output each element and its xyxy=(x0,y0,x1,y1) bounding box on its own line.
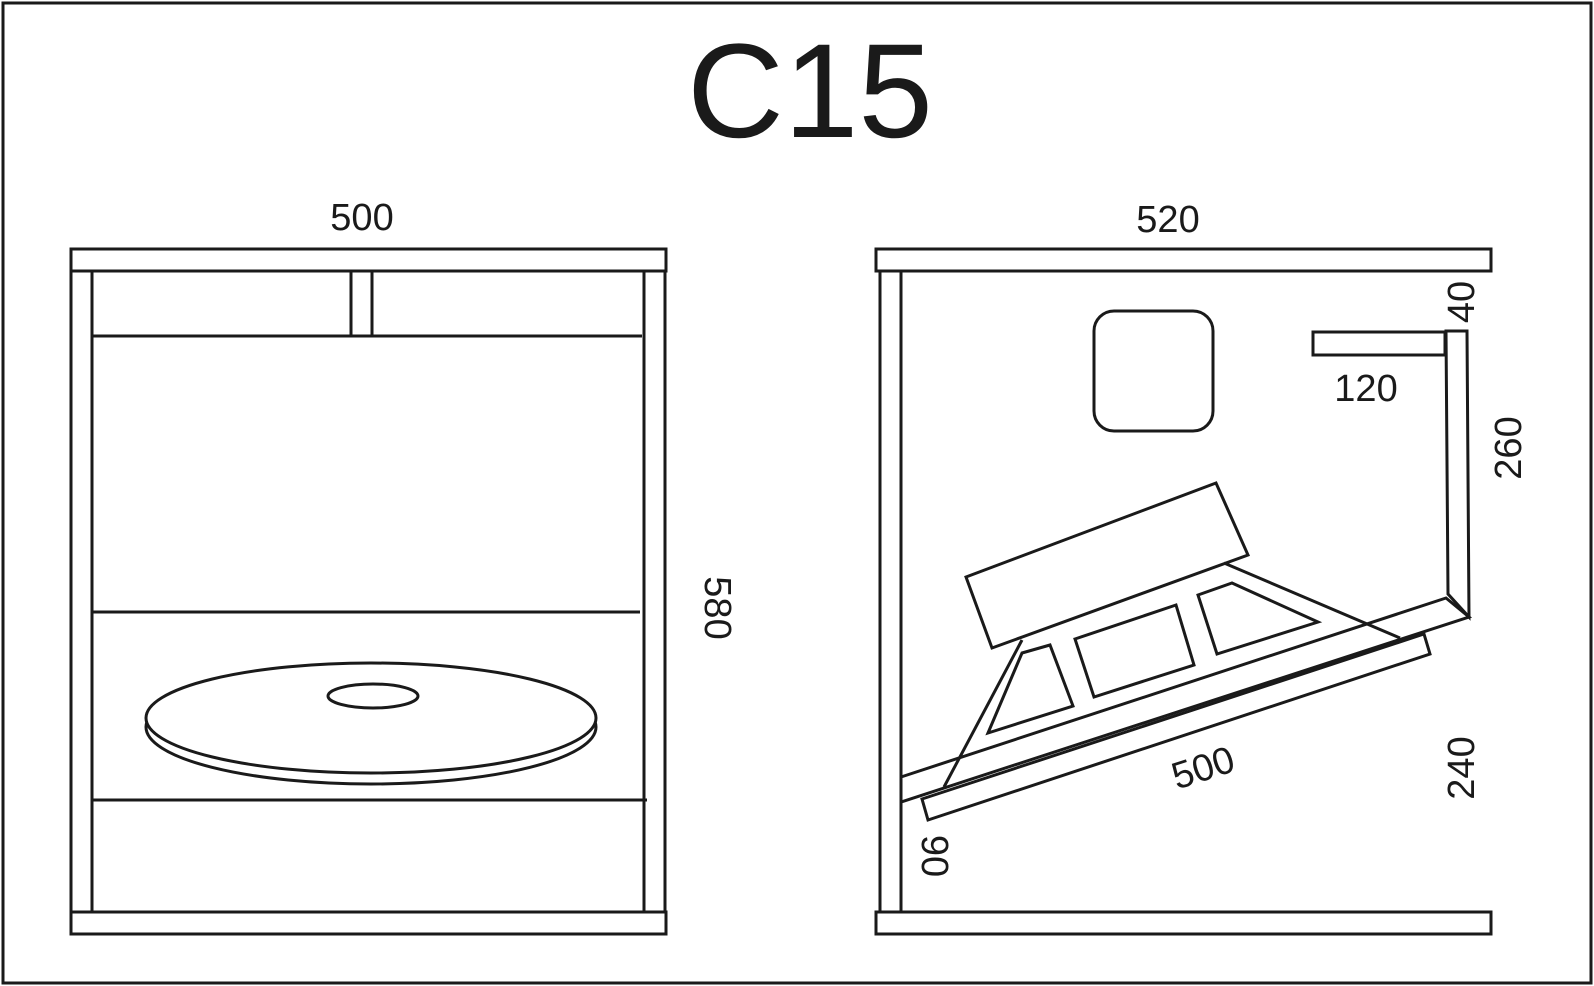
driver-magnet xyxy=(964,481,1251,650)
slanted-baffle xyxy=(899,596,1473,805)
front-top-panel xyxy=(69,247,668,273)
driver-cone xyxy=(144,661,598,775)
handle-cutout xyxy=(1092,309,1215,433)
front-height-dim: 580 xyxy=(696,576,738,639)
front-right-side xyxy=(642,269,667,914)
front-top-brace xyxy=(349,269,374,338)
side-top-panel xyxy=(874,247,1493,273)
port-width-dim: 40 xyxy=(1441,281,1483,323)
driver-dust-cap xyxy=(326,682,420,710)
port-back-panel xyxy=(1444,329,1471,621)
baffle-lower-board xyxy=(920,632,1432,822)
side-width-dim: 520 xyxy=(1136,199,1199,241)
port-back-dim: 260 xyxy=(1488,416,1530,479)
side-front-panel xyxy=(878,269,903,914)
driver-basket-rear xyxy=(1223,561,1401,640)
model-title: C15 xyxy=(687,17,933,166)
rear-low-dim: 240 xyxy=(1441,736,1483,799)
basket-window-1 xyxy=(985,643,1075,736)
port-top-panel xyxy=(1311,330,1447,357)
basket-window-2 xyxy=(1073,603,1196,699)
port-length-dim: 120 xyxy=(1334,368,1397,410)
front-view: 500 580 xyxy=(69,197,738,936)
driver-basket-front xyxy=(942,639,1024,788)
front-bottom-panel xyxy=(69,910,668,936)
side-bottom-panel xyxy=(874,910,1493,936)
basket-window-3 xyxy=(1196,581,1323,656)
side-view: 520 120 40 260 500 240 90 xyxy=(874,199,1530,936)
front-low-dim: 90 xyxy=(913,835,955,877)
front-width-dim: 500 xyxy=(330,197,393,239)
front-left-side xyxy=(69,269,94,914)
baffle-length-dim: 500 xyxy=(1167,739,1240,799)
